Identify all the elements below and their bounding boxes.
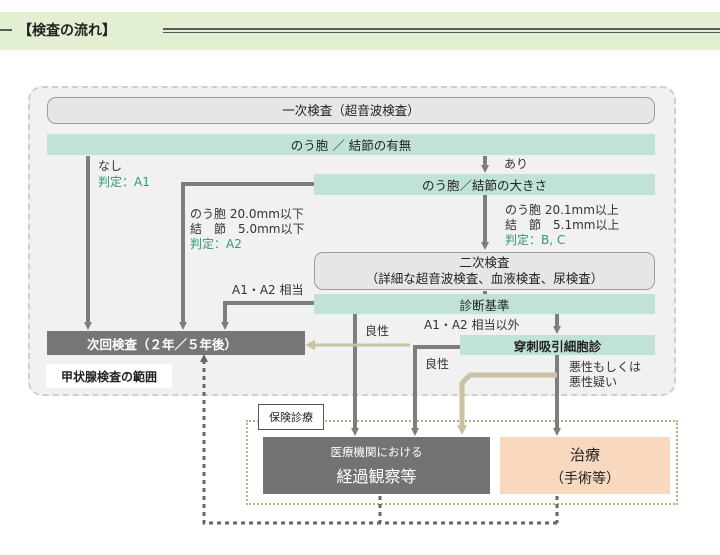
label-malignant-2: 悪性疑い bbox=[569, 375, 618, 389]
dotted-return-to-next bbox=[200, 354, 557, 525]
observation-line1: 医療機関における bbox=[330, 445, 423, 459]
label-benign-1: 良性 bbox=[365, 324, 390, 338]
diagnosis-criteria-bar: 診断基準 bbox=[314, 294, 655, 314]
second-exam-box: 二次検査 （詳細な超音波検査、血液検査、尿検査） bbox=[314, 252, 655, 290]
observation-line2: 経過観察等 bbox=[336, 467, 417, 486]
label-large-nodule: 結 節 5.1mm以上 bbox=[505, 218, 620, 232]
label-small-cyst: のう胞 20.0mm以下 bbox=[190, 207, 304, 221]
arrow-small-to-next bbox=[179, 182, 314, 330]
thyroid-range-label: 甲状腺検査の範囲 bbox=[46, 364, 172, 388]
label-large-cyst: のう胞 20.1mm以上 bbox=[505, 203, 619, 217]
cyst-nodule-size-bar: のう胞／結節の大きさ bbox=[314, 174, 655, 195]
label-judge-a2: 判定：A2 bbox=[190, 237, 242, 251]
label-judge-bc: 判定：B, C bbox=[505, 233, 566, 247]
label-small-nodule: 結 節 5.0mm以下 bbox=[190, 222, 305, 236]
treatment-line1: 治療 bbox=[569, 445, 600, 464]
header-rule-right-2 bbox=[163, 32, 720, 33]
treatment-line2: （手術等） bbox=[550, 470, 620, 487]
treatment-box: 治療 （手術等） bbox=[500, 437, 670, 494]
label-malignant-1: 悪性もしくは bbox=[569, 360, 642, 374]
label-benign-2: 良性 bbox=[425, 357, 450, 371]
section-title: 【検査の流れ】 bbox=[18, 23, 116, 39]
label-none: なし bbox=[98, 159, 123, 173]
label-a1a2-equiv: A1・A2 相当 bbox=[232, 283, 304, 297]
header-rule-left bbox=[0, 29, 12, 31]
insurance-label: 保険診療 bbox=[258, 404, 324, 430]
header-band bbox=[0, 12, 720, 50]
header-rule-right bbox=[163, 28, 720, 30]
cyst-nodule-presence-bar: のう胞 ／ 結節の有無 bbox=[47, 134, 655, 155]
next-exam-box: 次回検査（２年／５年後） bbox=[47, 331, 305, 355]
arrow-fna-khaki bbox=[457, 372, 557, 435]
arrow-fna-benign bbox=[411, 345, 460, 436]
second-exam-detail: （詳細な超音波検査、血液検査、尿検査） bbox=[365, 271, 604, 286]
label-a1a2-other: A1・A2 相当以外 bbox=[424, 318, 520, 332]
observation-box: 医療機関における 経過観察等 bbox=[263, 437, 490, 494]
label-present: あり bbox=[504, 157, 529, 171]
second-exam-title: 二次検査 bbox=[459, 255, 510, 270]
arrow-a1a2-to-next bbox=[221, 301, 314, 330]
label-judge-a1: 判定：A1 bbox=[98, 175, 150, 189]
fna-bar: 穿刺吸引細胞診 bbox=[460, 335, 655, 355]
first-exam-box: 一次検査（超音波検査） bbox=[47, 97, 655, 124]
